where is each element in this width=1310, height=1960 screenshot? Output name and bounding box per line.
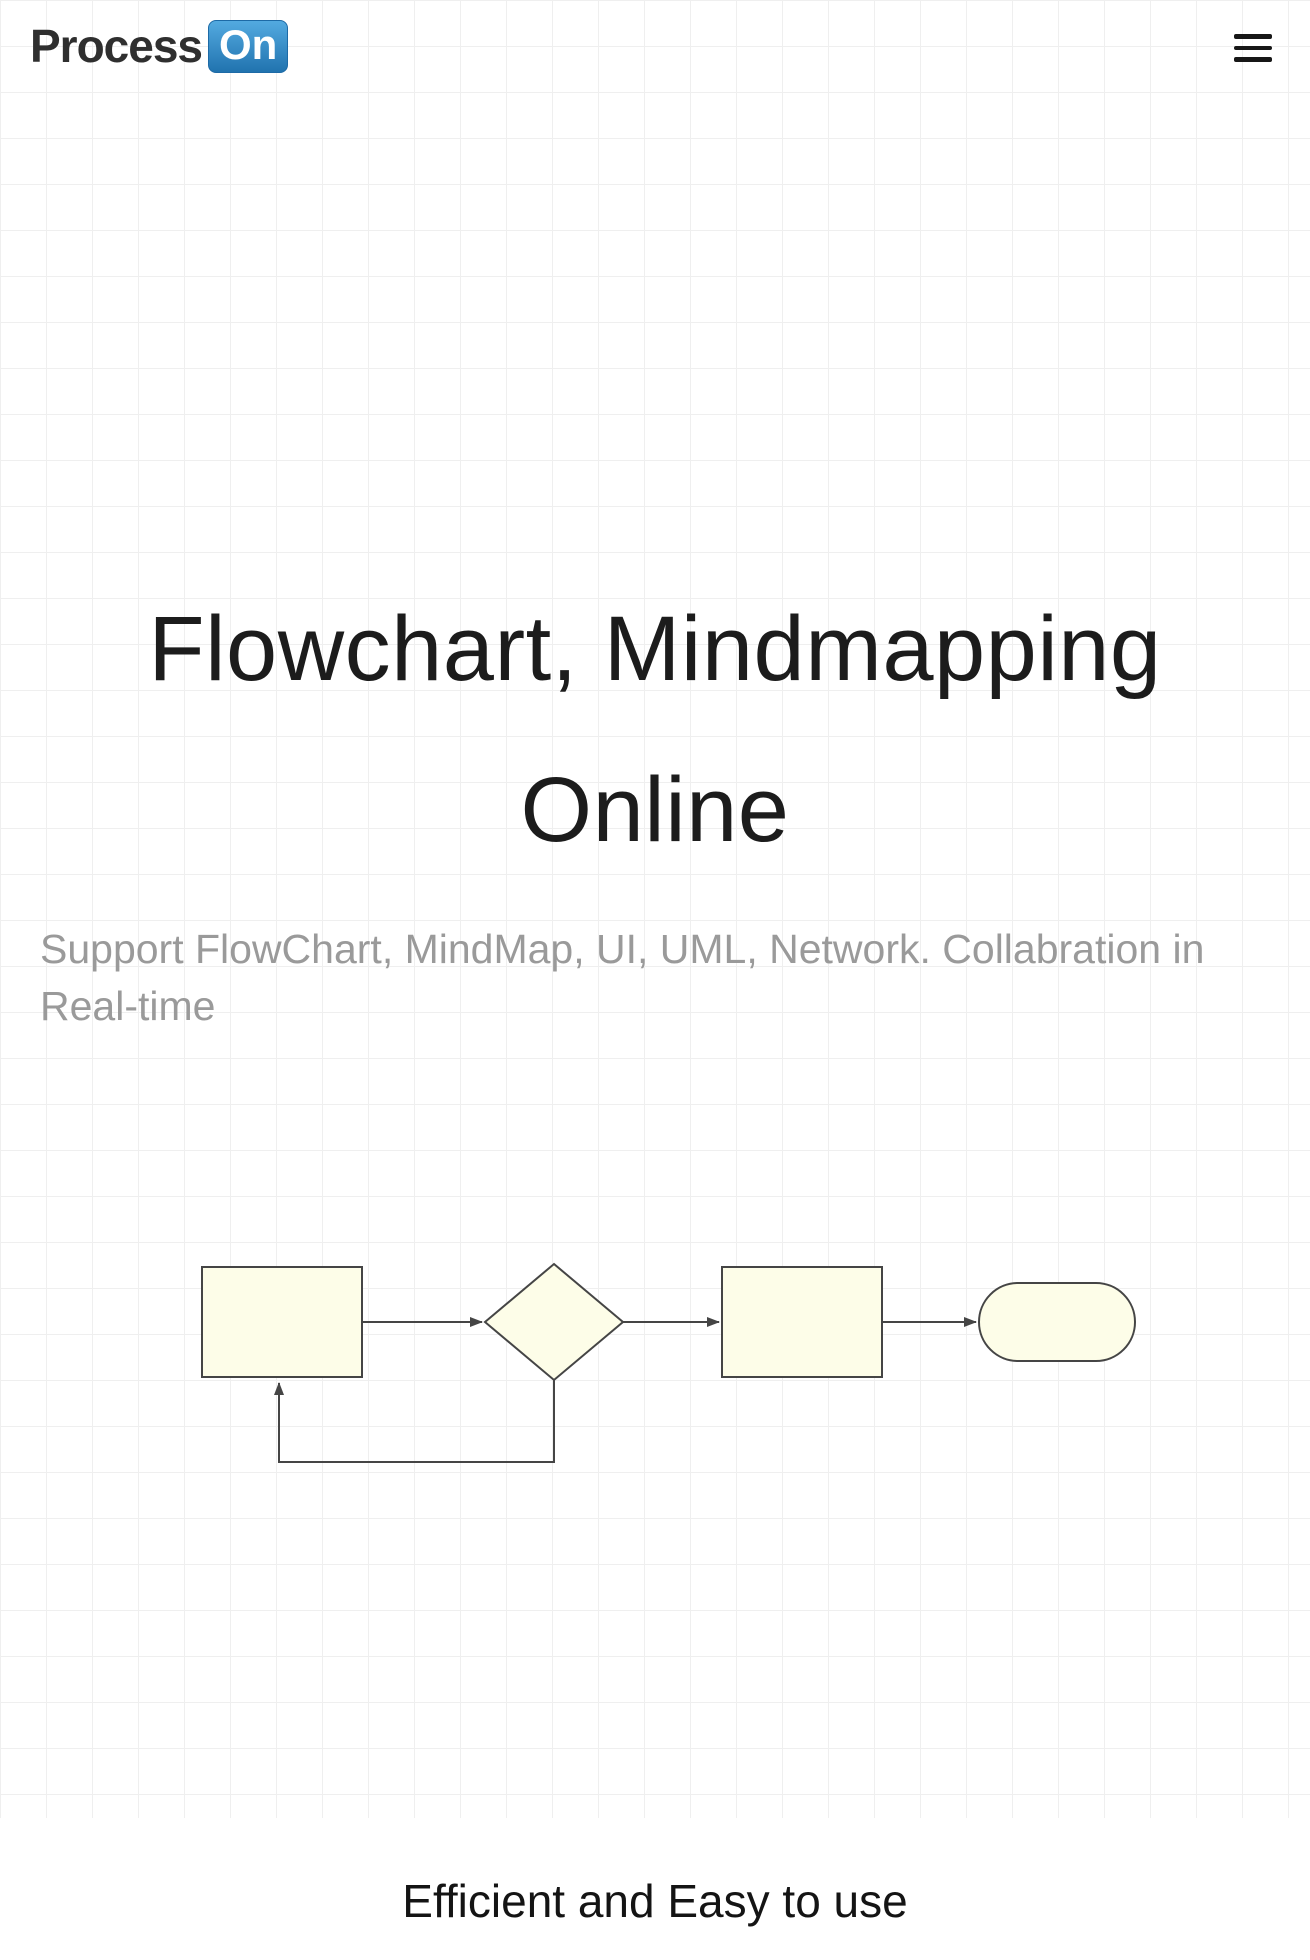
page-title-line1: Flowchart, Mindmapping <box>148 598 1162 701</box>
processon-logo[interactable]: Process On <box>30 20 289 74</box>
process-shape-1 <box>201 1266 363 1379</box>
process-shape-2 <box>721 1266 883 1379</box>
page-title: Flowchart, Mindmapping Online <box>0 569 1310 891</box>
decision-shape <box>483 1262 625 1382</box>
hamburger-menu-icon[interactable] <box>1234 34 1272 62</box>
menu-bar <box>1234 45 1272 50</box>
header: Process On <box>0 0 1310 74</box>
features-title: Efficient and Easy to use <box>402 1875 908 1928</box>
feedback-loop-connector <box>274 1380 555 1464</box>
features-section: Efficient and Easy to use <box>0 1818 1310 1930</box>
page-title-line2: Online <box>520 759 790 862</box>
flowchart-illustration <box>201 1262 1136 1464</box>
terminator-shape <box>978 1282 1136 1363</box>
logo-badge-on: On <box>208 20 289 74</box>
hero-subtitle: Support FlowChart, MindMap, UI, UML, Net… <box>40 926 1205 1030</box>
hero-section: Process On Flowchart, Mindmapping Online… <box>0 0 1310 1493</box>
menu-bar <box>1234 57 1272 62</box>
logo-text-process: Process <box>30 20 203 73</box>
menu-bar <box>1234 34 1272 39</box>
